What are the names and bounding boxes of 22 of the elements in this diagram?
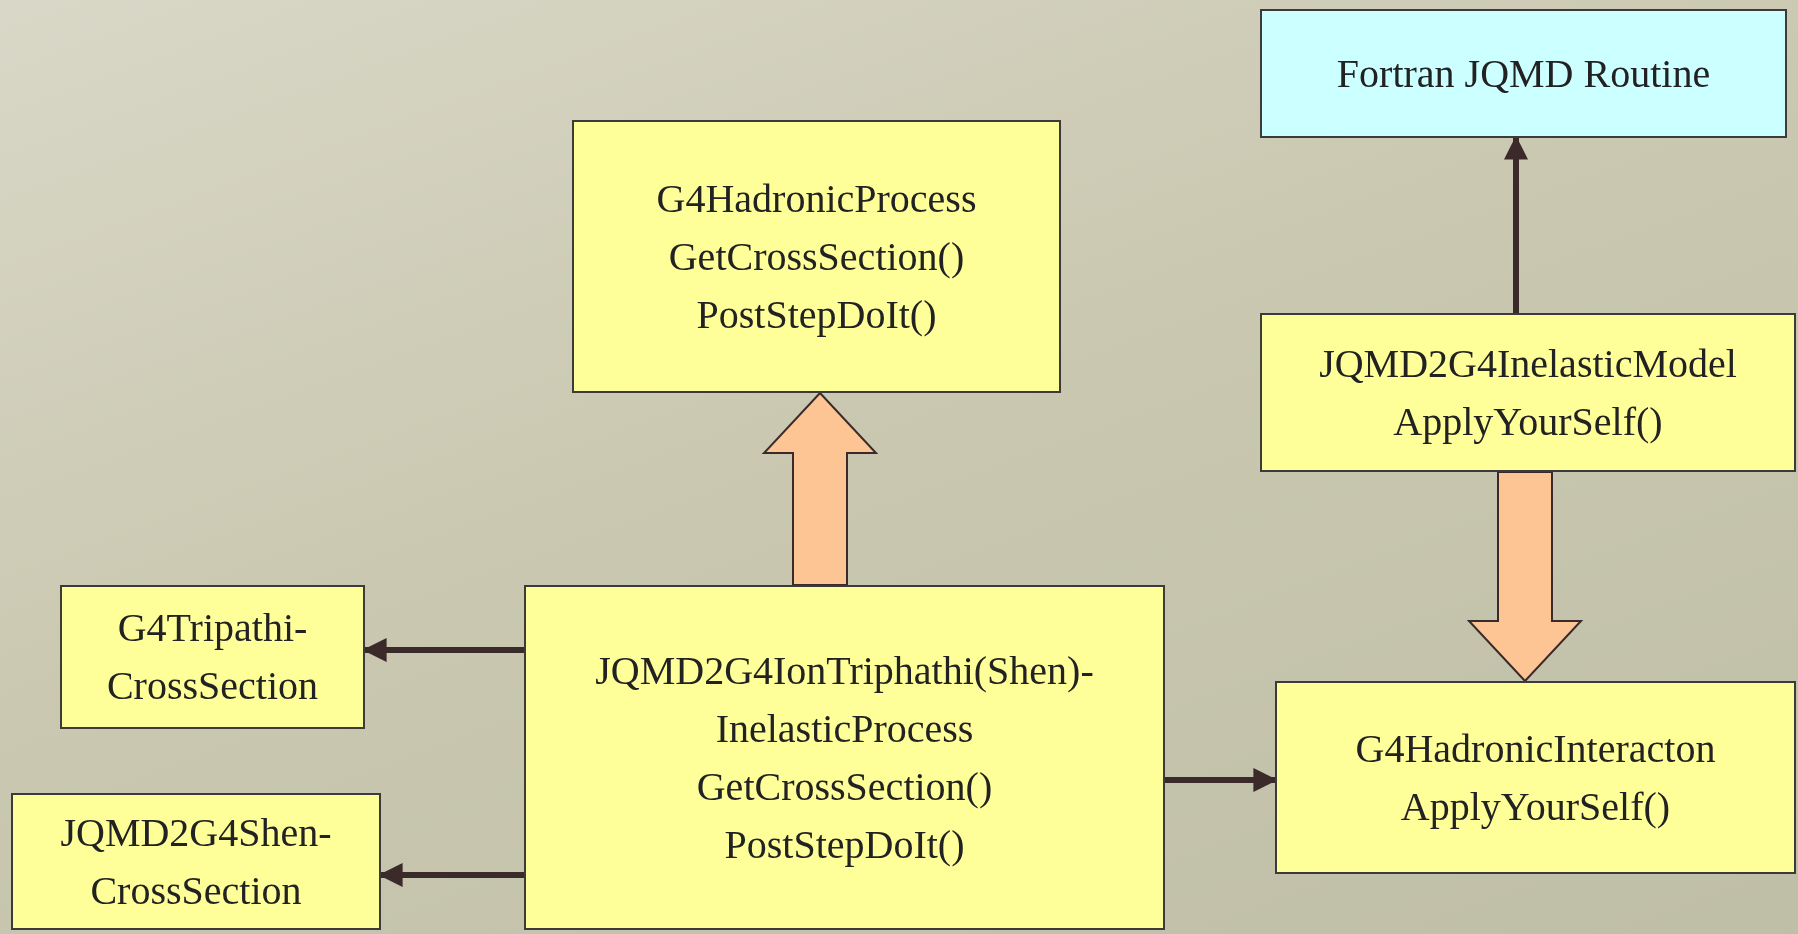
node-text: GetCrossSection() — [668, 232, 965, 281]
node-text: JQMD2G4InelasticModel — [1319, 339, 1737, 388]
node-text: GetCrossSection() — [696, 762, 993, 811]
node-text: ApplyYourSelf() — [1393, 397, 1663, 446]
node-text: G4Tripathi- CrossSection — [105, 604, 320, 710]
node-text: ApplyYourSelf() — [1400, 782, 1671, 831]
node-text: PostStepDoIt() — [724, 820, 965, 869]
block-arrow — [1466, 471, 1584, 683]
node-text: G4HadronicProcess — [656, 174, 977, 223]
node-text: G4HadronicInteracton — [1355, 724, 1716, 773]
class-box — [11, 793, 381, 930]
node-text: PostStepDoIt() — [696, 290, 937, 339]
class-box — [572, 120, 1061, 393]
class-box — [1260, 9, 1787, 138]
node-text: JQMD2G4Shen- CrossSection — [59, 808, 333, 915]
class-box — [524, 585, 1165, 930]
class-box — [60, 585, 365, 729]
block-arrow — [761, 391, 879, 586]
class-box — [1260, 313, 1796, 472]
node-text: JQMD2G4IonTriphathi(Shen)- InelasticProcess — [594, 646, 1095, 753]
node-text: Fortran JQMD Routine — [1336, 49, 1711, 98]
class-box — [1275, 681, 1796, 874]
